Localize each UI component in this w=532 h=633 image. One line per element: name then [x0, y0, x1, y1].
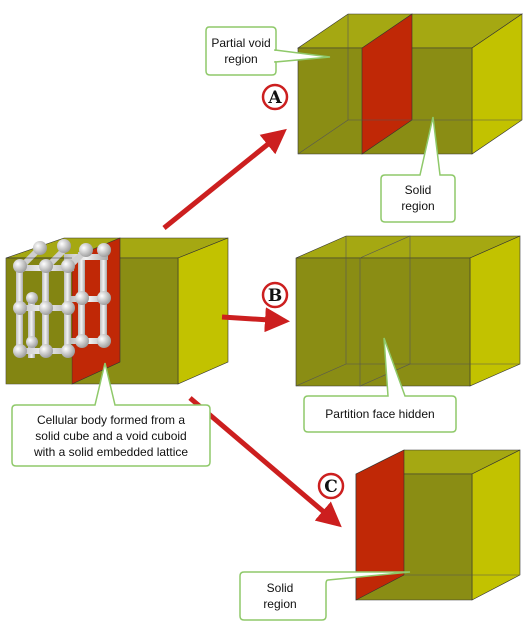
callout-partial-void-line2: region — [224, 52, 257, 66]
lattice-node — [61, 344, 75, 358]
callout-partition-hidden: Partition face hidden — [303, 337, 457, 433]
lattice-node — [33, 241, 47, 255]
badge-c-label: C — [324, 477, 338, 497]
lattice-node — [39, 301, 53, 315]
box-c-right-face — [471, 449, 521, 601]
lattice-node — [61, 259, 75, 273]
box-c-partition-face — [355, 449, 405, 601]
box-a-hidden-edge — [297, 119, 349, 155]
arrow-to-b — [221, 307, 290, 333]
badge-b: B — [261, 281, 289, 309]
badge-b-label: B — [268, 286, 282, 306]
lattice-node — [97, 291, 111, 305]
box-b-right-face — [469, 235, 521, 387]
lattice-node — [75, 334, 89, 348]
callout-solid-c-line2: region — [263, 597, 296, 611]
cellular-body — [5, 237, 229, 385]
lattice-node — [79, 243, 93, 257]
badge-a-label: A — [267, 88, 282, 108]
callout-solid-a: Solid region — [380, 116, 456, 223]
lattice-rod — [28, 296, 35, 358]
lattice-node — [13, 259, 27, 273]
arrow-to-a — [162, 128, 287, 230]
callout-partial-void-line1: Partial void — [211, 36, 270, 50]
lattice-node — [75, 291, 89, 305]
badge-c: C — [317, 472, 345, 500]
lattice-node — [57, 239, 71, 253]
callout-solid-c: Solid region — [239, 571, 411, 621]
box-b-hidden-edge — [295, 363, 347, 387]
lattice-node — [39, 259, 53, 273]
badge-a: A — [261, 83, 289, 111]
lattice-node — [13, 344, 27, 358]
callout-cellular-body-line3: with a solid embedded lattice — [33, 445, 188, 459]
lattice-rod — [70, 296, 108, 302]
lattice-node — [61, 301, 75, 315]
box-b-front-face — [295, 257, 471, 387]
callout-solid-a-line2: region — [401, 199, 434, 213]
box-b-partition-outline — [359, 235, 411, 387]
cellular-right-face — [177, 237, 229, 385]
lattice-node — [13, 301, 27, 315]
callout-solid-a-line1: Solid — [405, 183, 432, 197]
callout-cellular-body-line2: solid cube and a void cuboid — [35, 429, 186, 443]
callout-partial-void: Partial void region — [205, 26, 331, 76]
callout-cellular-body: Cellular body formed from a solid cube a… — [11, 362, 211, 467]
cellular-void-front — [6, 258, 72, 384]
lattice-node — [39, 344, 53, 358]
lattice-node — [26, 292, 38, 304]
callout-partition-hidden-line1: Partition face hidden — [325, 407, 434, 421]
arrow-to-c — [188, 396, 342, 528]
box-a-partial-void — [297, 13, 523, 155]
lattice-node — [26, 336, 38, 348]
embedded-lattice — [13, 239, 111, 358]
box-b-partition-hidden — [295, 235, 521, 387]
callout-cellular-body-line1: Cellular body formed from a — [37, 413, 185, 427]
lattice-node — [97, 243, 111, 257]
box-c-solid — [355, 449, 521, 601]
lattice-node — [97, 334, 111, 348]
callout-solid-c-line1: Solid — [267, 581, 294, 595]
